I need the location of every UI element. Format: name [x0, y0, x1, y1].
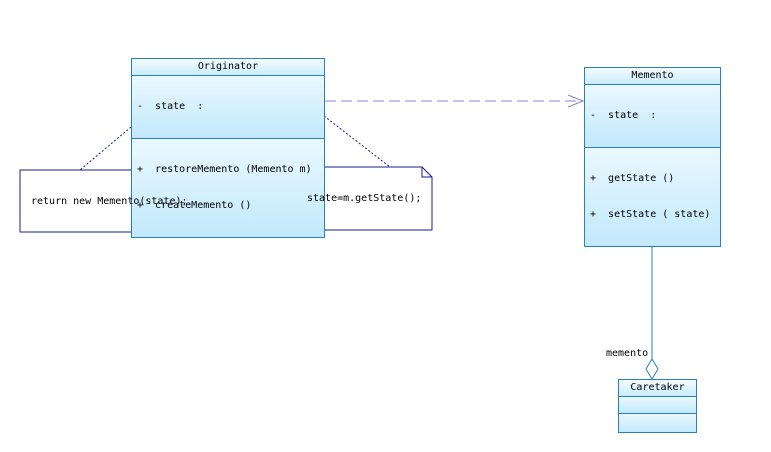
association-role-label: memento — [606, 348, 649, 359]
note-fold-restore — [421, 167, 432, 178]
originator-operations: + restoreMemento (Memento m) + createMem… — [132, 138, 324, 237]
memento-operations: + getState () + setState ( state) — [585, 147, 720, 246]
originator-attribute: - state : — [137, 101, 204, 112]
aggregation-diamond — [645, 358, 659, 380]
note-anchor-create — [79, 126, 132, 171]
originator-class-name: Originator — [132, 59, 324, 76]
originator-operation: + restoreMemento (Memento m) — [137, 164, 312, 175]
note-restore-memento: state=m.getState(); — [307, 193, 422, 204]
memento-operation: + setState ( state) — [590, 209, 711, 220]
caretaker-operations — [619, 413, 696, 432]
memento-class-name: Memento — [585, 68, 720, 85]
originator-class[interactable]: Originator - state : + restoreMemento (M… — [131, 58, 325, 238]
caretaker-attributes — [619, 397, 696, 413]
memento-attributes: - state : — [585, 85, 720, 147]
originator-operation: + createMemento () — [137, 200, 252, 211]
caretaker-class-name: Caretaker — [619, 380, 696, 397]
memento-operation: + getState () — [590, 173, 675, 184]
note-create-memento: return new Memento(state); — [31, 195, 188, 207]
dependency-arrowhead — [567, 94, 585, 108]
memento-attribute: - state : — [590, 110, 657, 121]
originator-attributes: - state : — [132, 76, 324, 138]
note-anchor-restore — [323, 115, 391, 168]
caretaker-class[interactable]: Caretaker — [618, 379, 697, 433]
memento-class[interactable]: Memento - state : + getState () + setSta… — [584, 67, 721, 247]
